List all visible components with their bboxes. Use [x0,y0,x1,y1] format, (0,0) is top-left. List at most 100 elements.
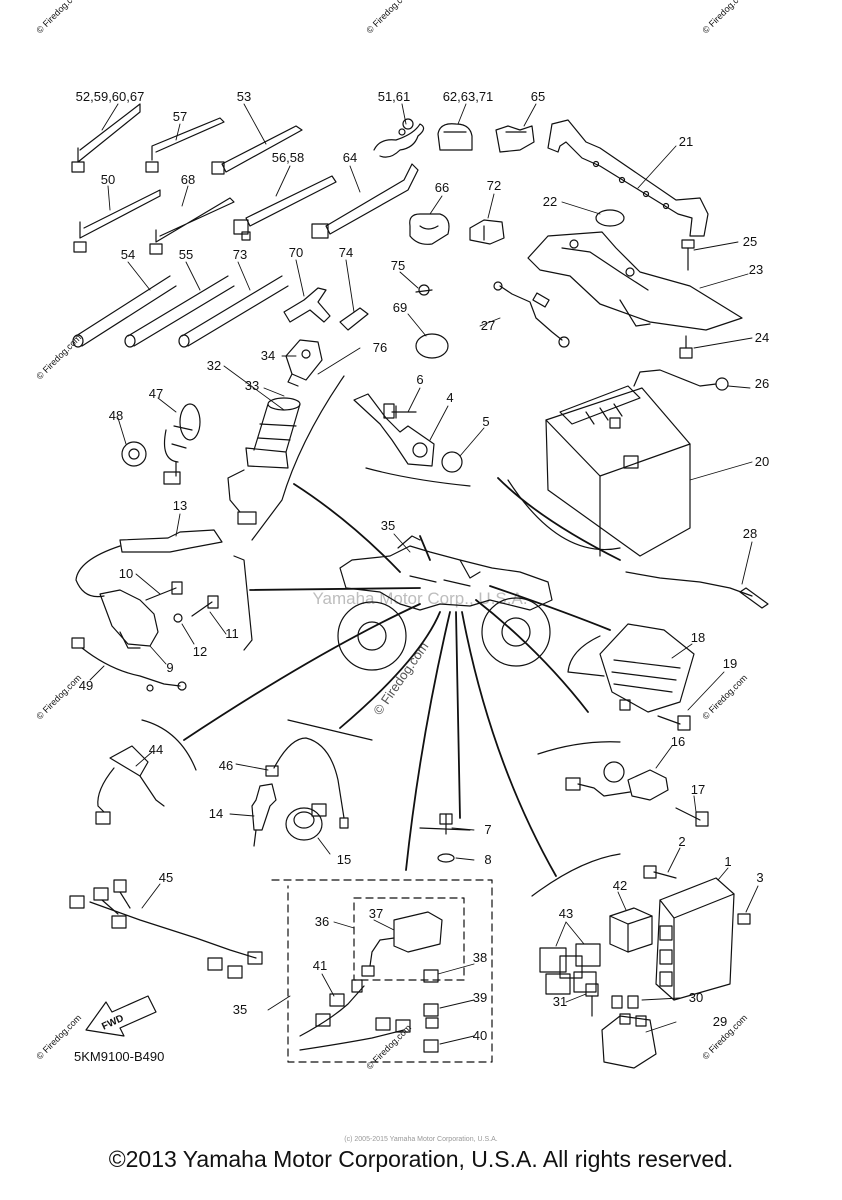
watermark-corner-tc: © Firedog.com [364,0,413,35]
starter-relay-29 [601,1013,657,1069]
label-69: 69 [393,300,407,315]
cdi-unit-1 [655,877,735,1001]
watermark-corner-mr: © Firedog.com [700,673,749,722]
label-31: 31 [553,994,567,1009]
label-24: 24 [755,330,769,345]
starter-switch-47 [163,403,201,485]
label-leaders [89,103,759,1045]
label-53: 53 [237,89,251,104]
cable-tie-50 [73,189,161,253]
watermark-corner-ml: © Firedog.com [34,333,83,382]
bolt-11 [191,595,219,617]
label-12: 12 [193,644,207,659]
label-3: 3 [756,870,763,885]
electrical-parts-diagram: Yamaha Motor Corp., U.S.A. © Firedog.com… [34,0,769,1071]
label-73: 73 [233,247,247,262]
bolt-17 [675,807,709,827]
label-18: 18 [691,630,705,645]
label-56-58: 56,58 [272,150,305,165]
relay-43 [539,943,601,995]
label-46: 46 [219,758,233,773]
label-57: 57 [173,109,187,124]
label-45: 45 [159,870,173,885]
wire-lead-27 [493,281,570,348]
label-76: 76 [373,340,387,355]
label-70: 70 [289,245,303,260]
label-22: 22 [543,194,557,209]
fwd-arrow [85,995,157,1037]
main-switch-32 [227,397,301,525]
label-4: 4 [446,390,453,405]
label-39: 39 [473,990,487,1005]
label-1: 1 [724,854,731,869]
cable-tie-64 [311,163,419,239]
label-54: 54 [121,247,135,262]
label-42: 42 [613,878,627,893]
label-49: 49 [79,678,93,693]
cable-tie-53 [211,125,303,175]
speed-sensor-4 [353,393,435,467]
clip-75 [415,284,433,296]
label-65: 65 [531,89,545,104]
label-47: 47 [149,386,163,401]
ignition-coil-9 [99,589,159,649]
washer-12 [173,613,183,623]
bolt-31 [585,983,599,1017]
label-29: 29 [713,1014,727,1029]
footer-small-print: (c) 2005-2015 Yamaha Motor Corporation, … [344,1136,498,1143]
fwd-label: FWD [100,1013,125,1033]
label-74: 74 [339,245,353,260]
label-14: 14 [209,806,223,821]
watermark-corner-tl: © Firedog.com [34,0,83,35]
watermark-corner-ml2: © Firedog.com [34,673,83,722]
cable-tie-52 [71,103,141,173]
damper-22 [595,209,625,227]
bolt-19 [657,715,691,731]
switch-key-34 [285,339,323,387]
cable-tie-57 [145,117,225,173]
label-44: 44 [149,742,163,757]
part-labels: 52,59,60,67 57 53 51,61 62,63,71 65 21 5… [74,89,769,1064]
wire-46 [265,737,349,829]
label-40: 40 [473,1028,487,1043]
label-25: 25 [743,234,757,249]
label-75: 75 [391,258,405,273]
label-21: 21 [679,134,693,149]
atv-vehicle [337,535,553,671]
label-13: 13 [173,498,187,513]
label-30: 30 [689,990,703,1005]
label-20: 20 [755,454,769,469]
label-19: 19 [723,656,737,671]
screw-25 [681,239,695,271]
cover-23 [527,231,743,331]
label-66: 66 [435,180,449,195]
label-17: 17 [691,782,705,797]
label-6: 6 [416,372,423,387]
clamp-66 [409,213,450,245]
leader-lines [183,477,621,877]
harness-41 [299,979,411,1051]
label-50: 50 [101,172,115,187]
tube-55 [124,275,235,348]
nut-48 [121,441,147,467]
harness-36-37 [361,911,443,977]
spark-cap-13 [75,529,223,598]
o-ring-69 [415,333,449,359]
relay-42 [609,907,653,953]
washer-8 [437,853,455,863]
label-64: 64 [343,150,357,165]
label-35-bottom: 35 [233,1002,247,1017]
label-68: 68 [181,172,195,187]
wire-lead-49 [71,637,187,692]
label-43: 43 [559,906,573,921]
region-brackets [141,375,621,897]
sensor-44 [95,745,165,825]
fuse-30 [611,995,639,1009]
label-33: 33 [245,378,259,393]
watermark-diagonal: © Firedog.com [370,639,431,718]
rectifier-18 [599,623,695,713]
copyright-footer: ©2013 Yamaha Motor Corporation, U.S.A. A… [108,1146,734,1172]
label-41: 41 [313,958,327,973]
label-51-61: 51,61 [378,89,411,104]
switch-15 [285,803,327,841]
